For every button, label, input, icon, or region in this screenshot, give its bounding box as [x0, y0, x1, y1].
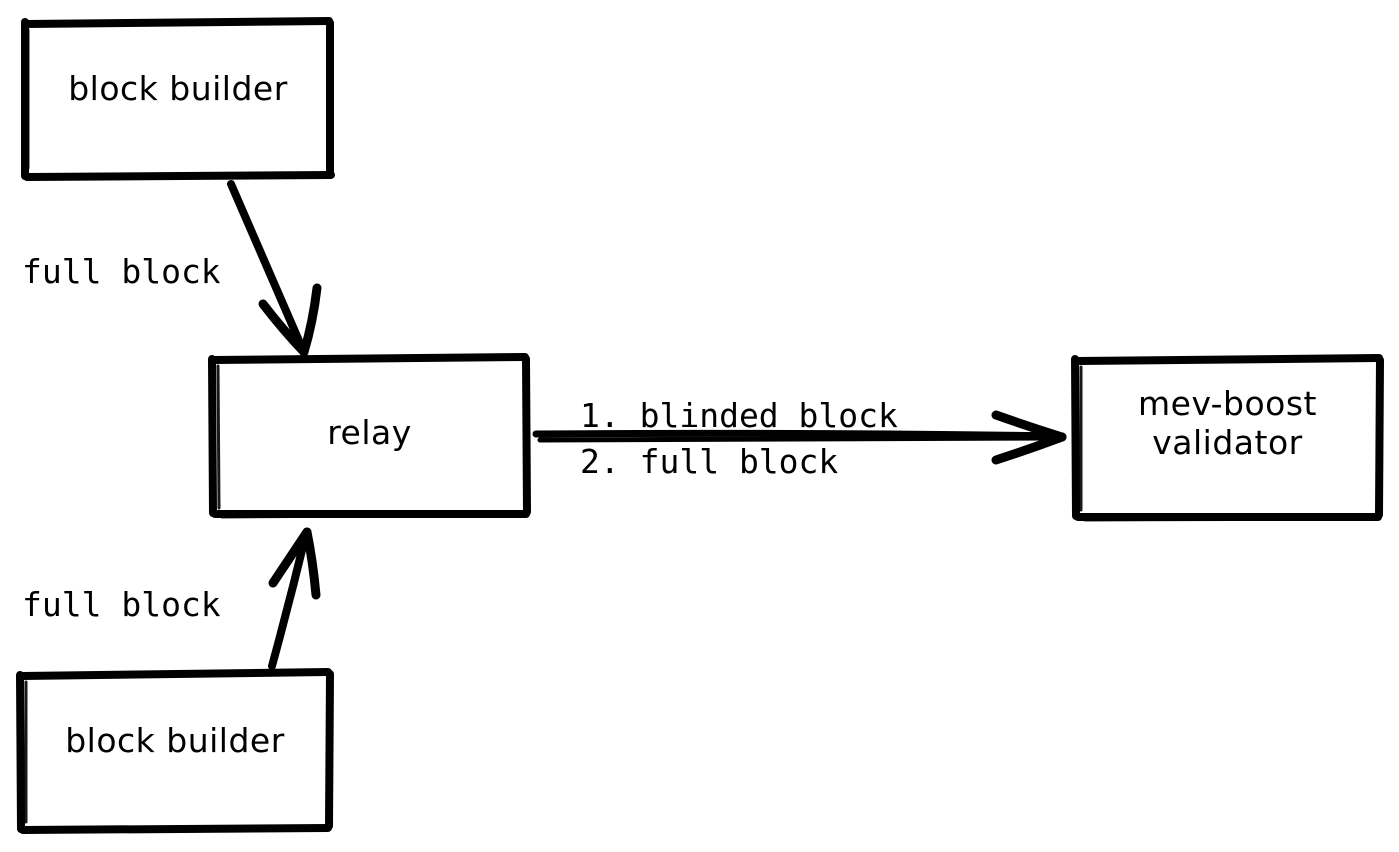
node-label-block-builder-bottom: block builder [65, 721, 285, 760]
edge-builder-bottom-to-relay-arrow [268, 527, 321, 670]
node-label-relay: relay [327, 413, 412, 452]
edge-label-full-block-bottom: full block [22, 585, 221, 624]
node-mev-boost-validator-shape[interactable] [1071, 354, 1384, 522]
node-label-block-builder-top: block builder [68, 69, 288, 108]
edge-label-full-block-step: 2. full block [580, 442, 839, 481]
edge-label-full-block-top: full block [22, 252, 221, 291]
edge-builder-top-to-relay-arrow [227, 180, 322, 357]
node-block-builder-top-shape[interactable] [21, 17, 335, 181]
edge-label-blinded-block: 1. blinded block [580, 396, 898, 435]
node-label-mev-boost-validator: mev-boost validator [1138, 384, 1317, 462]
node-relay-shape[interactable] [208, 353, 531, 519]
edge-relay-to-validator-arrow [532, 410, 1067, 465]
node-block-builder-bottom-shape[interactable] [16, 668, 334, 834]
